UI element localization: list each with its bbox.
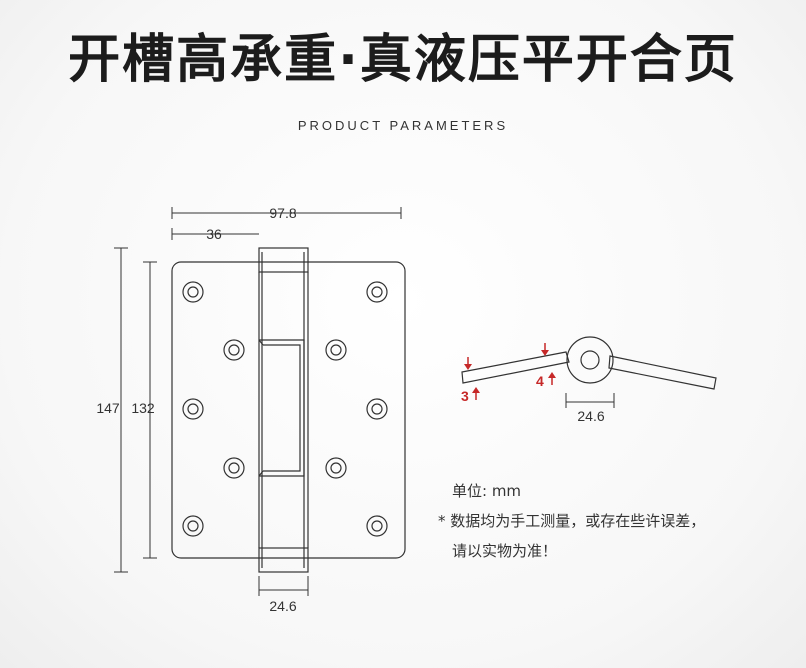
label-knuckle-thickness: 4 [536, 373, 544, 389]
dim-knuckle-side: 24.6 [577, 408, 604, 424]
unit-label: 单位: mm [452, 482, 522, 500]
dim-knuckle-front: 24.6 [269, 598, 296, 614]
dim-leaf-offset: 36 [206, 226, 222, 242]
hinge-leaf-outline [171, 261, 406, 559]
dim-total-width: 97.8 [269, 205, 296, 221]
hinge-side-view [461, 336, 717, 390]
label-leaf-thickness: 3 [461, 388, 469, 404]
knuckle-top [258, 247, 309, 273]
center-slot [259, 339, 305, 477]
disclaimer-line-2: 请以实物为准！ [452, 542, 558, 560]
dim-height-inner: 132 [131, 400, 155, 416]
page-title: 开槽高承重·真液压平开合页 [68, 30, 738, 90]
screw-holes [182, 281, 388, 537]
page-subtitle: PRODUCT PARAMETERS [297, 118, 509, 133]
disclaimer-line-1: * 数据均为手工测量，或存在些许误差， [438, 512, 706, 530]
knuckle-bottom [258, 547, 309, 573]
dim-height-outer: 147 [96, 400, 120, 416]
notes-block: 单位: mm * 数据均为手工测量，或存在些许误差， 请以实物为准！ [438, 476, 705, 566]
